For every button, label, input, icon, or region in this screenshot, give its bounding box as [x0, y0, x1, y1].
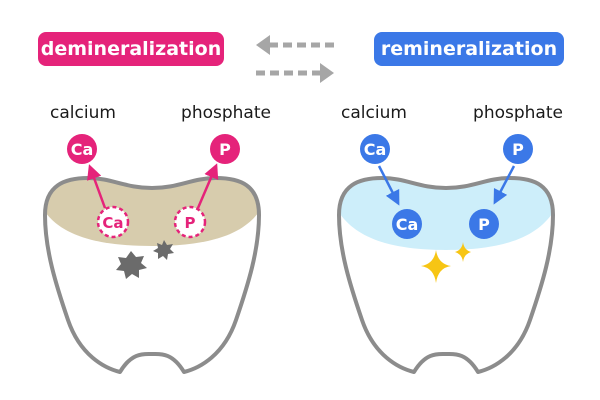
right-calcium-symbol: Ca — [364, 140, 387, 159]
left-tooth: Ca P Ca P — [43, 134, 261, 374]
arrow-right-icon — [256, 63, 334, 83]
sparkle-icon — [455, 242, 471, 262]
right-calcium-ion — [360, 134, 390, 164]
left-phosphate-vacancy — [173, 205, 207, 239]
left-phosphate-symbol: P — [219, 140, 231, 159]
left-phosphate-label: phosphate — [181, 103, 271, 123]
left-calcium-vacancy — [96, 205, 130, 239]
right-phosphate-ion — [503, 134, 533, 164]
remineralization-header: remineralization — [374, 32, 564, 66]
left-calcium-ion — [67, 134, 97, 164]
left-demineralized-area — [45, 178, 259, 246]
right-calcium-label: calcium — [341, 103, 407, 123]
left-phosphate-arrow — [196, 163, 219, 209]
left-phosphate-ion — [210, 134, 240, 164]
demineralization-header: demineralization — [38, 32, 224, 66]
right-calcium-deposit-symbol: Ca — [396, 215, 419, 234]
right-phosphate-label: phosphate — [473, 103, 563, 123]
left-calcium-label: calcium — [50, 103, 116, 123]
right-phosphate-deposit — [469, 209, 499, 239]
left-calcium-symbol: Ca — [71, 140, 94, 159]
left-phosphate-vacancy-symbol: P — [185, 214, 196, 232]
right-calcium-arrow — [377, 165, 400, 206]
right-phosphate-arrow — [493, 165, 516, 205]
right-tooth-outline — [337, 176, 555, 374]
decay-star-icon — [153, 240, 174, 260]
left-calcium-vacancy-symbol: Ca — [102, 214, 123, 232]
right-phosphate-symbol: P — [512, 140, 524, 159]
right-phosphate-deposit-symbol: P — [478, 215, 490, 234]
left-tooth-outline — [43, 176, 261, 374]
decay-star-icon — [116, 251, 147, 279]
left-calcium-arrow — [87, 164, 107, 209]
right-tooth: Ca P Ca P — [337, 134, 555, 374]
right-calcium-deposit — [392, 209, 422, 239]
sparkle-icon — [421, 250, 451, 283]
arrow-left-icon — [256, 35, 334, 55]
